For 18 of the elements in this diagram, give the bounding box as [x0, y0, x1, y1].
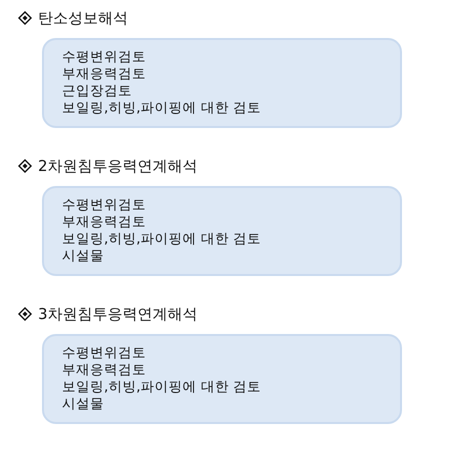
rounded-box: [42, 334, 402, 424]
item-text: 수평변위검토: [62, 197, 147, 214]
item-text: 보일링,히빙,파이핑에 대한 검토: [62, 100, 262, 117]
section-heading: 2차원침투응력연계해석: [38, 156, 198, 176]
item-text: 부재응력검토: [62, 214, 147, 231]
item-text: 부재응력검토: [62, 66, 147, 83]
item-text: 수평변위검토: [62, 345, 147, 362]
rounded-box: [42, 186, 402, 276]
item-text: 부재응력검토: [62, 362, 147, 379]
item-text: 수평변위검토: [62, 49, 147, 66]
item-text: 근입장검토: [62, 83, 133, 100]
item-text: 보일링,히빙,파이핑에 대한 검토: [62, 231, 262, 248]
item-text: 시설물: [62, 396, 105, 413]
section-heading: 3차원침투응력연계해석: [38, 304, 198, 324]
section-heading: 탄소성보해석: [38, 8, 128, 28]
item-text: 시설물: [62, 248, 105, 265]
rounded-box: [42, 38, 402, 128]
item-text: 보일링,히빙,파이핑에 대한 검토: [62, 379, 262, 396]
